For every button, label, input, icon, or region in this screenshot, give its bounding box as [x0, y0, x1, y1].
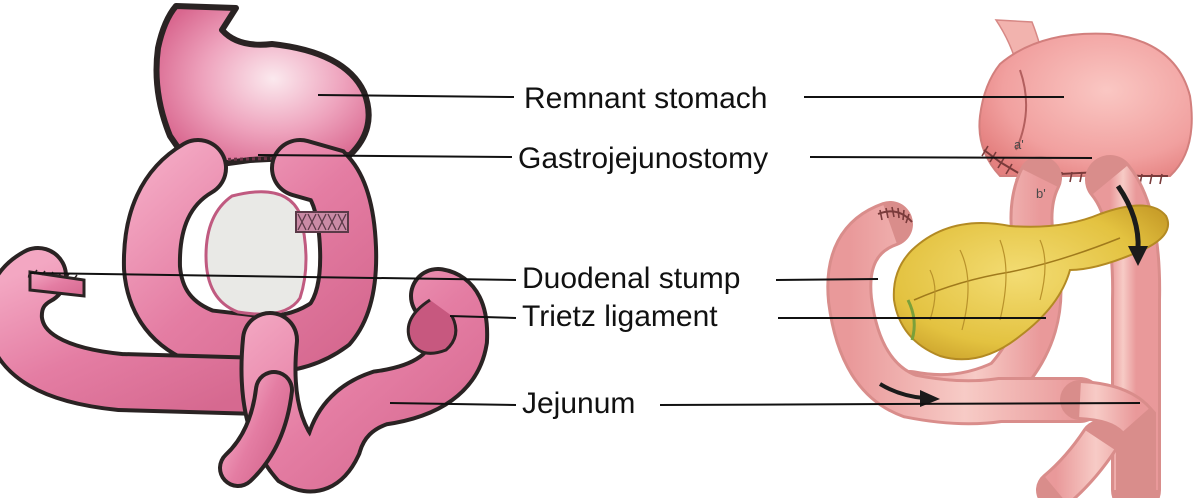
flow-arrow-efferent: [1115, 184, 1141, 251]
leader-duod-left: [29, 272, 517, 281]
pancreas: [892, 204, 1169, 361]
label-gastrojejunostomy: Gastrojejunostomy: [518, 142, 769, 175]
anatomical-illustration: [826, 19, 1193, 498]
leader-trietz-left: [449, 315, 517, 319]
leader-jej-left: [389, 402, 517, 406]
leader-gastro-left: [257, 154, 513, 158]
leader-remnant-left: [317, 94, 515, 98]
remnant-stomach: [978, 32, 1193, 177]
label-remnant-stomach: Remnant stomach: [524, 82, 768, 115]
leader-gastro-right: [809, 156, 1093, 159]
sketch-trietz-curl: [406, 298, 458, 355]
label-duodenal-stump: Duodenal stump: [522, 262, 741, 295]
letter-b-prime: b': [1036, 186, 1046, 201]
bile-duct: [906, 299, 916, 341]
leader-duod-right: [775, 278, 879, 281]
sketch-illustration: [0, 3, 490, 494]
label-jejunum: Jejunum: [522, 387, 636, 420]
leader-jej-right: [659, 402, 1141, 406]
sketch-remnant-stomach: [153, 3, 372, 171]
label-trietz-ligament: Trietz ligament: [522, 300, 718, 333]
sketch-loop-gap: [204, 190, 308, 316]
letter-a-prime: a': [1014, 137, 1024, 152]
leader-lines: [29, 94, 1141, 406]
